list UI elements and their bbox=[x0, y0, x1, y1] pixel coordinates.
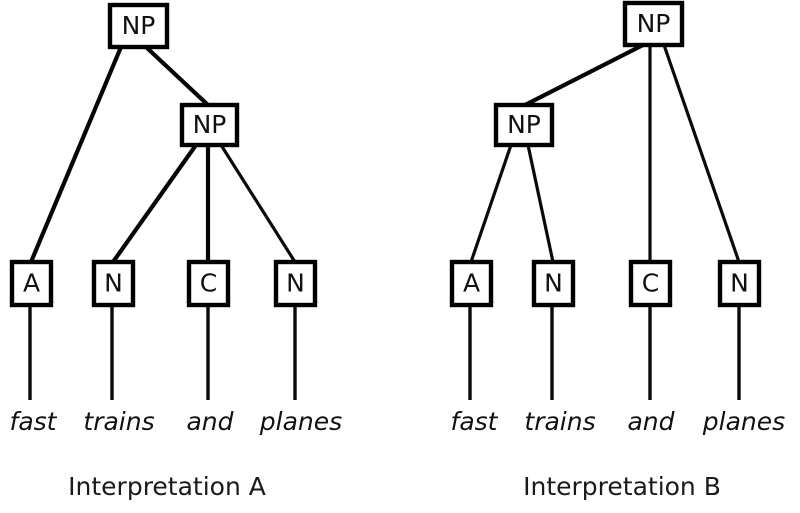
node-label-c-1: C bbox=[200, 269, 217, 298]
node-box-np-root[interactable] bbox=[622, 0, 685, 48]
word-label-fast: fast bbox=[10, 407, 58, 436]
tree-edge-np-root-to-a-1 bbox=[29, 46, 123, 263]
tree-edge-np-inner-to-n-2 bbox=[219, 144, 297, 263]
node-box-a-1[interactable] bbox=[9, 259, 54, 308]
tree-edge-np-root-to-np-inner bbox=[144, 45, 210, 107]
node-box-np-inner[interactable] bbox=[179, 102, 240, 148]
node-box-np-inner[interactable] bbox=[493, 102, 555, 148]
tree-caption-interpretation-a: Interpretation A bbox=[68, 472, 266, 501]
tree-caption-interpretation-b: Interpretation B bbox=[523, 472, 721, 501]
tree-edge-np-inner-to-n-1 bbox=[526, 144, 555, 263]
word-label-trains: trains bbox=[83, 407, 154, 436]
node-label-a-1: A bbox=[23, 269, 40, 298]
node-label-n-1: N bbox=[104, 269, 123, 298]
word-label-trains: trains bbox=[524, 407, 595, 436]
word-label-and: and bbox=[627, 407, 674, 436]
node-label-n-2: N bbox=[730, 269, 749, 298]
node-box-n-1[interactable] bbox=[531, 259, 576, 308]
node-label-np-root: NP bbox=[637, 9, 671, 38]
node-box-c-1[interactable] bbox=[628, 259, 673, 308]
word-label-fast: fast bbox=[451, 407, 499, 436]
node-box-c-1[interactable] bbox=[186, 259, 231, 308]
node-label-np-root: NP bbox=[122, 11, 156, 40]
tree-edge-np-root-to-np-inner bbox=[524, 43, 644, 107]
tree-edge-np-root-to-n-2 bbox=[662, 44, 741, 263]
node-box-n-1[interactable] bbox=[91, 259, 136, 308]
word-label-and: and bbox=[186, 407, 233, 436]
node-label-np-inner: NP bbox=[193, 110, 227, 139]
tree-edge-np-inner-to-a-1 bbox=[469, 144, 513, 263]
node-label-a-1: A bbox=[463, 269, 480, 298]
tree-edge-np-inner-to-n-1 bbox=[111, 143, 198, 264]
node-label-np-inner: NP bbox=[507, 110, 541, 139]
word-label-planes: planes bbox=[259, 407, 342, 436]
node-box-n-2[interactable] bbox=[273, 259, 318, 308]
word-label-planes: planes bbox=[702, 407, 785, 436]
node-label-n-2: N bbox=[286, 269, 305, 298]
node-box-np-root[interactable] bbox=[107, 2, 170, 50]
node-label-n-1: N bbox=[544, 269, 563, 298]
node-box-a-1[interactable] bbox=[449, 259, 494, 308]
node-box-n-2[interactable] bbox=[717, 259, 762, 308]
node-label-c-1: C bbox=[642, 269, 659, 298]
